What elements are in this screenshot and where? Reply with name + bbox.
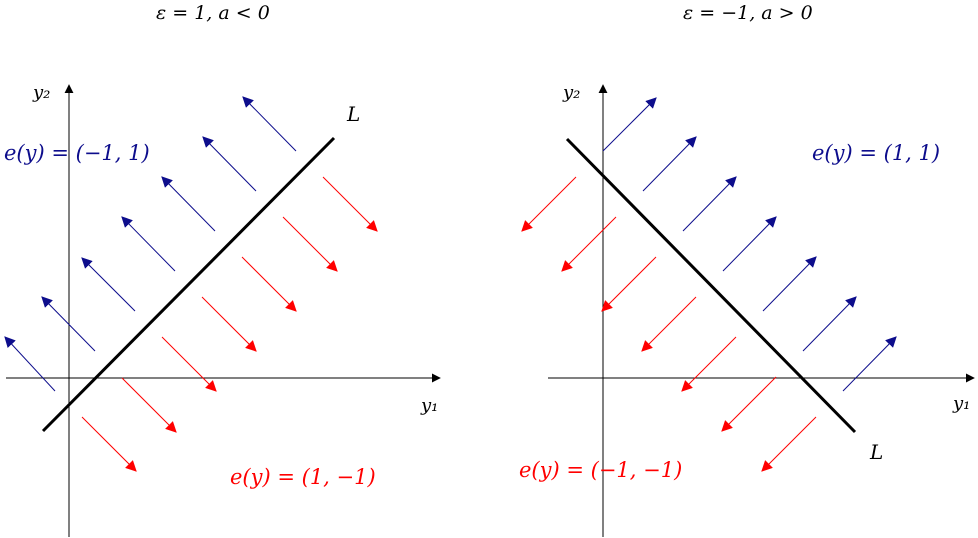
left-red-arrow [161,336,217,392]
right-line-L-label: L [869,440,883,464]
right-red-arrow [761,416,817,472]
left-red-arrow [282,216,338,272]
right-red-arrow [641,296,697,352]
left-blue-arrow [4,336,56,392]
right-x-axis-label: y₁ [952,393,970,414]
left-red-arrow [81,416,137,472]
right-red-arrow [561,216,617,272]
left-red-arrow [241,256,297,312]
left-red-arrow [322,176,378,232]
right-panel: ε = −1, a > 0 y₁ y₂ L e(y) = (1, 1) [519,2,975,537]
right-red-arrow [721,376,777,432]
right-red-arrow [521,176,577,232]
left-blue-field-label: e(y) = (−1, 1) [4,141,150,165]
right-blue-arrow [762,256,817,312]
left-blue-arrow [202,136,257,192]
left-blue-arrow [242,96,297,152]
left-red-arrow [201,296,257,352]
left-blue-arrow [121,216,176,272]
right-red-arrow [601,256,657,312]
right-red-arrow [681,336,737,392]
right-blue-arrows [602,97,897,392]
left-x-axis-label: y₁ [420,395,438,416]
right-red-field-label: e(y) = (−1, −1) [519,458,682,482]
left-blue-arrows [4,96,297,392]
right-blue-arrow [642,136,697,192]
left-line-L-label: L [346,102,360,126]
left-y-axis-label: y₂ [32,82,50,103]
left-red-field-label: e(y) = (1, −1) [230,465,376,489]
right-blue-arrow [722,216,777,272]
right-red-arrows [521,176,817,472]
left-blue-arrow [41,296,96,352]
left-red-arrows [81,176,378,472]
right-line-L [565,137,857,434]
left-panel: ε = 1, a < 0 y₁ y₂ L e(y) = (−1, 1) [4,2,441,537]
left-red-arrow [121,377,177,433]
right-blue-arrow [842,336,897,392]
right-blue-arrow [802,296,857,352]
right-blue-field-label: e(y) = (1, 1) [812,141,940,165]
right-y-axis-label: y₂ [562,82,580,103]
left-line-L [41,136,336,433]
left-blue-arrow [81,257,136,312]
left-blue-arrow [161,176,216,232]
right-blue-arrow [682,176,737,232]
left-panel-title: ε = 1, a < 0 [156,2,270,24]
right-panel-title: ε = −1, a > 0 [683,2,813,24]
right-blue-arrow [602,97,657,152]
